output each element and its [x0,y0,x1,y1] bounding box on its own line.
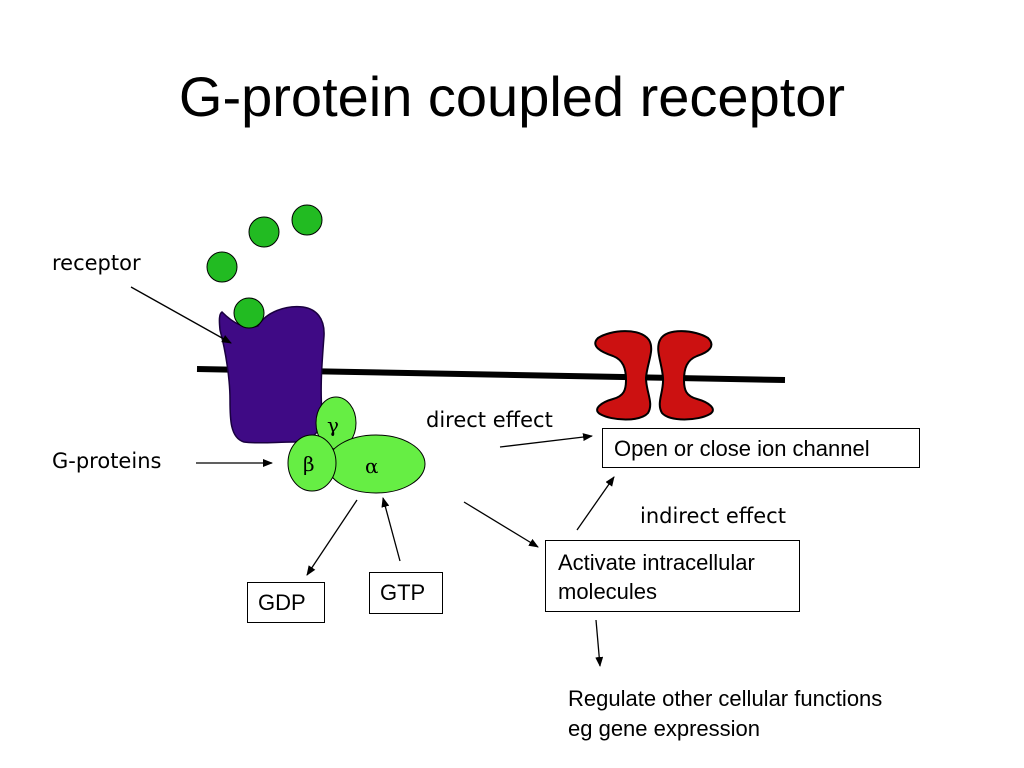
activate-box: Activate intracellular molecules [545,540,800,612]
indirect-effect-label: indirect effect [640,504,786,528]
bound-ligand [233,297,265,329]
g-proteins-label: G-proteins [52,449,162,473]
receptor-protein [218,305,325,444]
alpha-label: α [365,454,379,478]
regulate-text: Regulate other cellular functions eg gen… [568,684,882,744]
regulate-arrow [595,619,604,667]
gtp-text: GTP [380,580,426,605]
activate-text-line2: molecules [558,579,658,604]
ion-channel-box: Open or close ion channel [602,428,920,468]
indirect-effect-arrow [576,476,615,531]
direct-effect-arrow [499,433,593,448]
beta-subunit [287,434,337,492]
ion-channel-left [594,330,653,421]
ion-channel-right [657,330,714,421]
regulate-text-line1: Regulate other cellular functions [568,686,883,711]
receptor-label: receptor [52,251,141,275]
activate-arrow [463,501,539,548]
ligand-molecule [206,251,238,283]
ligand-molecule [248,216,280,248]
ligand-molecule [291,204,323,236]
gtp-box: GTP [369,572,443,614]
gdp-arrow [306,499,358,576]
gamma-label: γ [327,413,339,437]
direct-effect-label: direct effect [426,408,553,432]
regulate-text-line2: eg gene expression [568,716,761,741]
gdp-text: GDP [258,590,306,615]
activate-text-line1: Activate intracellular [558,550,755,575]
gdp-box: GDP [247,582,325,623]
page-title: G-protein coupled receptor [178,65,846,128]
gtp-arrow [381,497,401,562]
ion-channel-text: Open or close ion channel [614,436,870,461]
receptor-arrow [130,286,232,344]
beta-label: β [303,452,315,476]
